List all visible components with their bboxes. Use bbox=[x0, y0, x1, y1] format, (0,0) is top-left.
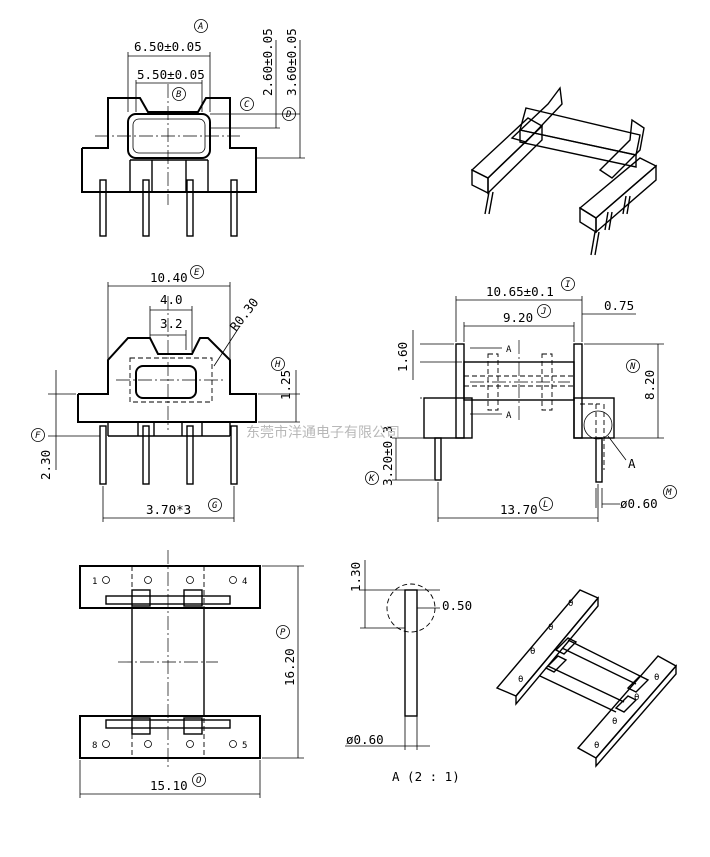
svg-text:D: D bbox=[285, 110, 291, 120]
dim-0-75: 0.75 bbox=[604, 298, 634, 313]
front-view-top: 6.50±0.05 5.50±0.05 2.60±0.05 3.60±0.05 … bbox=[81, 19, 305, 237]
callout-i: I bbox=[561, 277, 575, 291]
svg-text:J: J bbox=[540, 307, 546, 317]
pad-mark-6: θ bbox=[612, 717, 617, 727]
callout-o: O bbox=[192, 773, 206, 787]
callout-e: E bbox=[190, 265, 204, 279]
svg-text:A: A bbox=[197, 22, 203, 32]
pin-label-8: 8 bbox=[92, 741, 97, 751]
svg-text:N: N bbox=[629, 362, 636, 372]
dim-3-2: 3.2 bbox=[160, 316, 183, 331]
svg-text:F: F bbox=[35, 431, 41, 441]
section-mark-a-bottom: A bbox=[506, 411, 512, 421]
svg-text:I: I bbox=[565, 280, 571, 290]
svg-text:L: L bbox=[543, 500, 548, 510]
pad-mark-5: θ bbox=[594, 741, 599, 751]
dim-2-60: 2.60±0.05 bbox=[260, 28, 275, 96]
isometric-view-bottom: θ θ θ θ θ θ θ θ bbox=[495, 589, 678, 768]
dim-0-50: 0.50 bbox=[442, 598, 472, 613]
callout-l: L bbox=[539, 497, 553, 511]
pad-mark-4: θ bbox=[568, 599, 573, 609]
dim-2-30: 2.30 bbox=[38, 450, 53, 480]
dim-1-25: 1.25 bbox=[278, 370, 293, 400]
callout-a: A bbox=[194, 19, 208, 33]
dim-5-50: 5.50±0.05 bbox=[137, 67, 205, 82]
callout-d: D bbox=[282, 107, 296, 121]
callout-c: C bbox=[240, 97, 254, 111]
dim-1-60: 1.60 bbox=[395, 342, 410, 372]
dim-dia-0-60-detail: ø0.60 bbox=[346, 732, 384, 747]
dim-3-60: 3.60±0.05 bbox=[284, 28, 299, 96]
dim-10-65: 10.65±0.1 bbox=[486, 284, 554, 299]
callout-f: F bbox=[31, 428, 45, 442]
dim-6-50: 6.50±0.05 bbox=[134, 39, 202, 54]
callout-p: P bbox=[276, 625, 290, 639]
pad-mark-8: θ bbox=[654, 673, 659, 683]
dim-16-20: 16.20 bbox=[282, 648, 297, 686]
svg-text:O: O bbox=[196, 776, 202, 786]
dim-1-30: 1.30 bbox=[348, 562, 363, 592]
pin-label-5: 5 bbox=[242, 741, 247, 751]
pad-mark-2: θ bbox=[530, 647, 535, 657]
bottom-view: 1 4 8 5 16.20 15.10 O P bbox=[79, 550, 304, 798]
front-view-middle: 10.40 4.0 3.2 R0.30 1.25 2.30 3.70*3 E F… bbox=[31, 265, 300, 522]
svg-text:C: C bbox=[244, 100, 250, 110]
dim-13-70: 13.70 bbox=[500, 502, 538, 517]
svg-text:B: B bbox=[176, 90, 182, 100]
detail-a-view: 1.30 0.50 ø0.60 A (2 : 1) bbox=[345, 560, 472, 784]
svg-text:E: E bbox=[194, 268, 200, 278]
pad-mark-7: θ bbox=[634, 693, 639, 703]
dim-10-40: 10.40 bbox=[150, 270, 188, 285]
dim-dia-0-60: ø0.60 bbox=[620, 496, 658, 511]
pad-mark-1: θ bbox=[518, 675, 523, 685]
callout-k: K bbox=[365, 471, 379, 485]
callout-b: B bbox=[172, 87, 186, 101]
svg-text:P: P bbox=[280, 628, 286, 638]
watermark: 东莞市洋通电子有限公司 bbox=[246, 424, 400, 441]
dim-15-10: 15.10 bbox=[150, 778, 188, 793]
side-view: A A A 10.65±0.1 9.20 0.75 1.60 8.20 3.20… bbox=[365, 277, 677, 522]
pad-mark-3: θ bbox=[548, 623, 553, 633]
detail-title: A (2 : 1) bbox=[392, 769, 460, 784]
dim-3-20: 3.20±0.3 bbox=[380, 426, 395, 486]
pin-label-1: 1 bbox=[92, 577, 97, 587]
svg-text:K: K bbox=[368, 474, 375, 484]
section-mark-a-top: A bbox=[506, 345, 512, 355]
dim-r0-30: R0.30 bbox=[227, 295, 262, 334]
isometric-view-top bbox=[470, 86, 658, 256]
svg-text:G: G bbox=[212, 501, 218, 511]
svg-text:H: H bbox=[274, 360, 281, 370]
pin-label-4: 4 bbox=[242, 577, 247, 587]
callout-n: N bbox=[626, 359, 640, 373]
dim-4-0: 4.0 bbox=[160, 292, 183, 307]
dim-9-20: 9.20 bbox=[503, 310, 533, 325]
svg-text:M: M bbox=[665, 488, 672, 498]
callout-m: M bbox=[663, 485, 677, 499]
detail-leader-a: A bbox=[628, 456, 636, 471]
dim-8-20: 8.20 bbox=[642, 370, 657, 400]
dim-3-70x3: 3.70*3 bbox=[146, 502, 191, 517]
callout-h: H bbox=[271, 357, 285, 371]
callout-j: J bbox=[537, 304, 551, 318]
callout-g: G bbox=[208, 498, 222, 512]
